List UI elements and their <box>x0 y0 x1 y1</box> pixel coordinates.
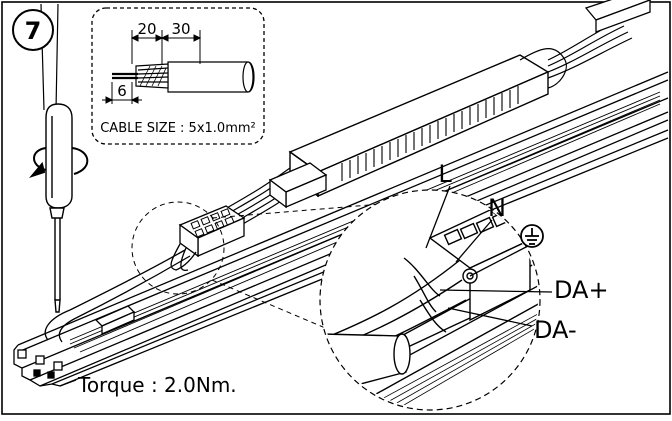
zoom-detail <box>322 209 538 408</box>
label-da-plus: DA+ <box>554 276 609 304</box>
supply-cable <box>44 243 197 343</box>
cable-size-caption: CABLE SIZE : 5x1.0mm² <box>100 121 256 136</box>
driver-box-ribs <box>341 86 519 181</box>
protective-earth-icon <box>520 224 544 248</box>
mid-connector <box>268 162 328 209</box>
torque-text: Torque : 2.0Nm. <box>77 373 237 397</box>
dimension-30: 30 <box>171 20 190 38</box>
label-n: N <box>488 194 506 222</box>
label-pointers <box>425 185 553 327</box>
step-badge <box>12 9 54 51</box>
screwdriver <box>40 3 73 313</box>
terminal-screws <box>190 208 235 238</box>
cable-clamp <box>94 305 136 335</box>
dimension-20: 20 <box>137 20 156 38</box>
label-l: L <box>438 160 452 188</box>
rotation-arrow-icon <box>28 147 89 179</box>
dimension-lines <box>102 30 202 104</box>
right-connector <box>584 0 652 33</box>
step-number: 7 <box>25 17 42 45</box>
cable-drawing <box>112 61 255 93</box>
label-da-minus: DA- <box>534 316 577 344</box>
dimension-6: 6 <box>117 82 127 100</box>
